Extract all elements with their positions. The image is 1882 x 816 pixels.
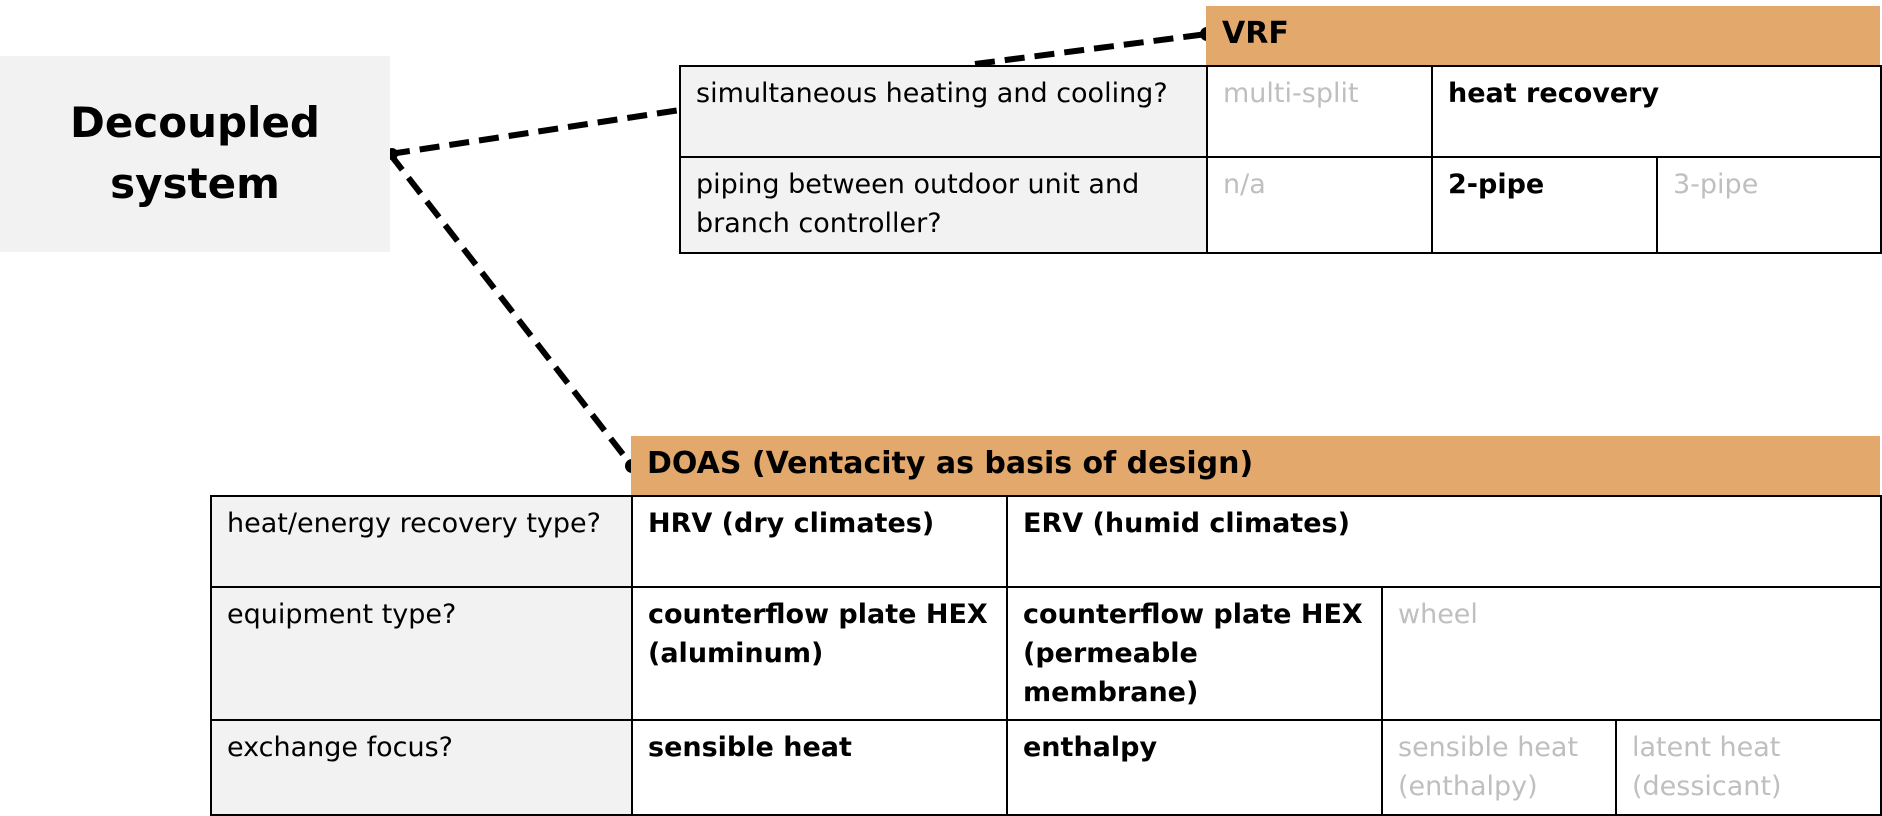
vrf-option-na: n/a [1206,156,1433,254]
vrf-option-multi-split: multi-split [1206,65,1433,158]
root-title-line2: system [110,159,280,208]
doas-option-enthalpy: enthalpy [1006,719,1383,816]
doas-option-wheel: wheel [1380,586,1882,721]
vrf-header: VRF [1206,6,1880,66]
root-node-decoupled-system: Decoupled system [0,56,390,252]
doas-option-plate-hex-aluminum: counterflow plate HEX (aluminum) [631,586,1008,721]
vrf-question-piping: piping between outdoor unit and branch c… [679,156,1208,254]
vrf-row-simultaneous: simultaneous heating and cooling? multi-… [679,65,1882,158]
doas-row-equipment-type: equipment type? counterflow plate HEX (a… [210,586,1882,721]
vrf-option-3-pipe: 3-pipe [1655,156,1882,254]
doas-question-recovery-type: heat/energy recovery type? [210,495,633,588]
root-title: Decoupled system [70,93,320,215]
doas-question-exchange-focus: exchange focus? [210,719,633,816]
doas-option-sensible-heat-enthalpy: sensible heat (enthalpy) [1381,719,1617,816]
doas-row-recovery-type: heat/energy recovery type? HRV (dry clim… [210,495,1882,588]
doas-row-exchange-focus: exchange focus? sensible heat enthalpy s… [210,719,1882,816]
vrf-option-heat-recovery: heat recovery [1430,65,1882,158]
vrf-row-piping: piping between outdoor unit and branch c… [679,156,1882,254]
root-title-line1: Decoupled [69,98,320,148]
doas-option-plate-hex-membrane: counterflow plate HEX (permeable membran… [1006,586,1383,721]
doas-option-erv: ERV (humid climates) [1005,495,1882,588]
connector-root-to-doas [387,152,635,468]
doas-option-hrv: HRV (dry climates) [631,495,1008,588]
doas-table: heat/energy recovery type? HRV (dry clim… [210,495,1882,816]
doas-header: DOAS (Ventacity as basis of design) [631,436,1880,496]
doas-option-sensible-heat: sensible heat [631,719,1008,816]
doas-question-equipment-type: equipment type? [210,586,633,721]
vrf-question-simultaneous: simultaneous heating and cooling? [679,65,1208,158]
vrf-table: simultaneous heating and cooling? multi-… [679,65,1882,254]
doas-option-latent-heat-dessicant: latent heat (dessicant) [1614,719,1882,816]
vrf-option-2-pipe: 2-pipe [1431,156,1658,254]
